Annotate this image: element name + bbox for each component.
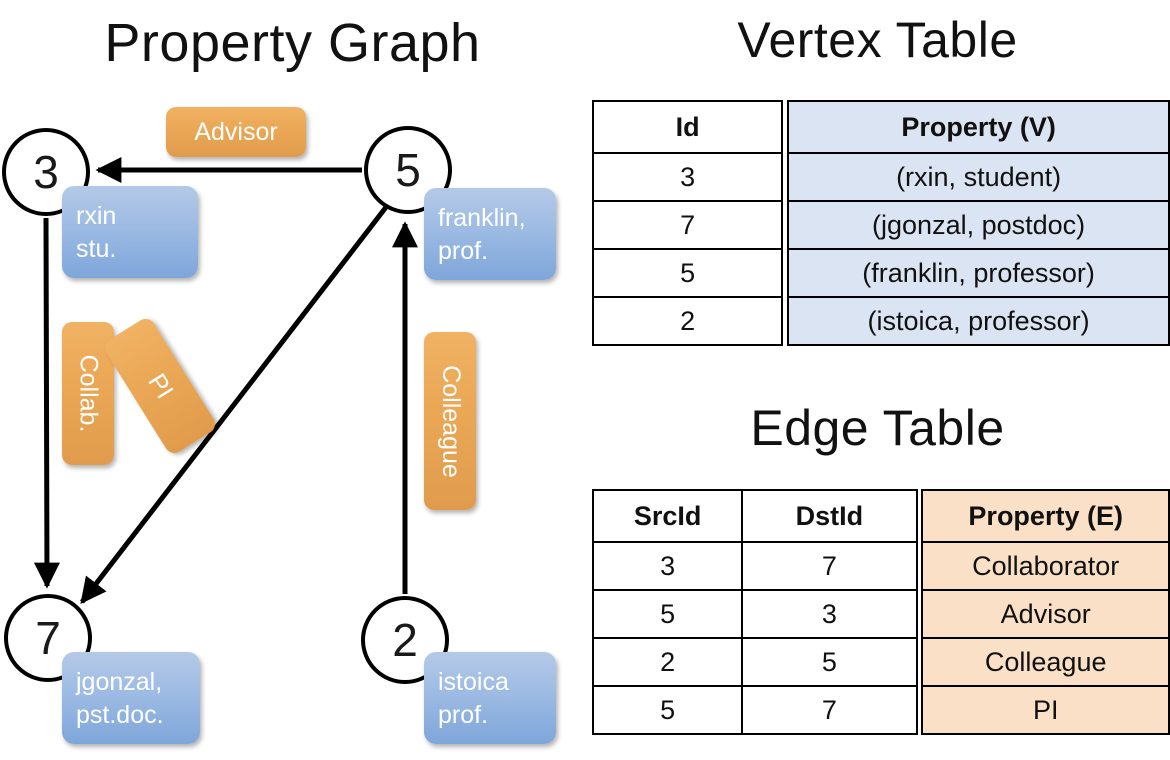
graph-vertex-2[interactable]: 2 bbox=[361, 596, 449, 684]
edge-table-header-property: Property (E) bbox=[921, 489, 1170, 543]
edge-table-cell-property: Collaborator bbox=[921, 541, 1170, 591]
edge-table-cell-dstid: 3 bbox=[741, 589, 918, 639]
edge-table-header-dstid: DstId bbox=[741, 489, 918, 543]
vertex-table-column-gap bbox=[782, 101, 789, 153]
graph-vertex-7-label: 7 bbox=[35, 612, 61, 664]
vertex-table-cell-id: 7 bbox=[591, 200, 784, 250]
vertex-table-cell-property: (jgonzal, postdoc) bbox=[787, 200, 1170, 250]
table-row: 3 7 Collaborator bbox=[591, 541, 1170, 591]
edge-table-cell-property: Advisor bbox=[921, 589, 1170, 639]
vertex-table-column-gap bbox=[782, 297, 789, 345]
vertex-table-header-id: Id bbox=[591, 100, 784, 154]
edge-label-collab-text: Collab. bbox=[74, 354, 103, 433]
edge-table-column-gap bbox=[916, 490, 923, 542]
edge-table: SrcId DstId Property (E) 3 7 Collaborato… bbox=[591, 489, 1170, 735]
edge-table-cell-dstid: 7 bbox=[741, 685, 918, 735]
graph-vertex-2-label: 2 bbox=[392, 614, 418, 666]
vertex-table-cell-id: 2 bbox=[591, 296, 784, 346]
graph-vertex-5[interactable]: 5 bbox=[364, 126, 452, 214]
table-row: 3 (rxin, student) bbox=[591, 152, 1170, 202]
edge-table-column-gap bbox=[916, 590, 923, 638]
page-title-edge-table: Edge Table bbox=[750, 400, 1005, 456]
edge-table-column-gap bbox=[916, 638, 923, 686]
vertex-property-box-2: istoica prof. bbox=[424, 652, 556, 744]
vertex-property-box-3: rxin stu. bbox=[62, 186, 198, 278]
table-row: 5 (franklin, professor) bbox=[591, 248, 1170, 298]
vertex-table-column-gap bbox=[782, 249, 789, 297]
page-title-vertex-table: Vertex Table bbox=[737, 12, 1018, 68]
edge-table-column-gap bbox=[916, 542, 923, 590]
edge-table-cell-srcid: 3 bbox=[591, 541, 744, 591]
table-row: 5 7 PI bbox=[591, 685, 1170, 735]
page-title-property-graph: Property Graph bbox=[104, 13, 481, 73]
vertex-table-cell-property: (istoica, professor) bbox=[787, 296, 1170, 346]
edge-table-cell-property: PI bbox=[921, 685, 1170, 735]
vertex-table-cell-property: (franklin, professor) bbox=[787, 248, 1170, 298]
edge-label-colleague: Colleague bbox=[424, 332, 476, 510]
table-row: 7 (jgonzal, postdoc) bbox=[591, 200, 1170, 250]
property-graph-diagram: 3 5 7 2 rxin stu. franklin, prof. jgonza… bbox=[2, 107, 556, 744]
vertex-table-column-gap bbox=[782, 153, 789, 201]
edge-table-cell-property: Colleague bbox=[921, 637, 1170, 687]
edge-label-advisor-text: Advisor bbox=[194, 117, 278, 146]
edge-label-advisor: Advisor bbox=[166, 107, 306, 157]
table-row: 2 5 Colleague bbox=[591, 637, 1170, 687]
vertex-table-cell-id: 3 bbox=[591, 152, 784, 202]
edge-table-cell-dstid: 7 bbox=[741, 541, 918, 591]
vertex-table-column-gap bbox=[782, 201, 789, 249]
edge-table-cell-dstid: 5 bbox=[741, 637, 918, 687]
graph-edges-layer bbox=[33, 157, 418, 605]
edge-line-5-to-7 bbox=[80, 200, 392, 605]
vertex-table-header-property: Property (V) bbox=[787, 100, 1170, 154]
edge-table-header-row: SrcId DstId Property (E) bbox=[591, 489, 1170, 543]
graph-vertex-5-label: 5 bbox=[395, 144, 421, 196]
edge-label-pi-text: PI bbox=[142, 368, 179, 404]
table-row: 5 3 Advisor bbox=[591, 589, 1170, 639]
vertex-table: Id Property (V) 3 (rxin, student) 7 (jgo… bbox=[591, 100, 1170, 346]
edge-table-cell-srcid: 5 bbox=[591, 589, 744, 639]
vertex-property-box-5: franklin, prof. bbox=[424, 188, 556, 280]
edge-table-column-gap bbox=[916, 686, 923, 734]
vertex-table-cell-id: 5 bbox=[591, 248, 784, 298]
vertex-property-box-7: jgonzal, pst.doc. bbox=[62, 652, 200, 744]
edge-label-colleague-text: Colleague bbox=[436, 364, 465, 478]
graph-vertex-3-label: 3 bbox=[33, 146, 59, 198]
edge-table-cell-srcid: 5 bbox=[591, 685, 744, 735]
table-row: 2 (istoica, professor) bbox=[591, 296, 1170, 346]
edge-line-3-to-7 bbox=[33, 217, 60, 589]
edge-table-header-srcid: SrcId bbox=[591, 489, 744, 543]
vertex-table-header-row: Id Property (V) bbox=[591, 100, 1170, 154]
edge-table-cell-srcid: 2 bbox=[591, 637, 744, 687]
vertex-table-cell-property: (rxin, student) bbox=[787, 152, 1170, 202]
